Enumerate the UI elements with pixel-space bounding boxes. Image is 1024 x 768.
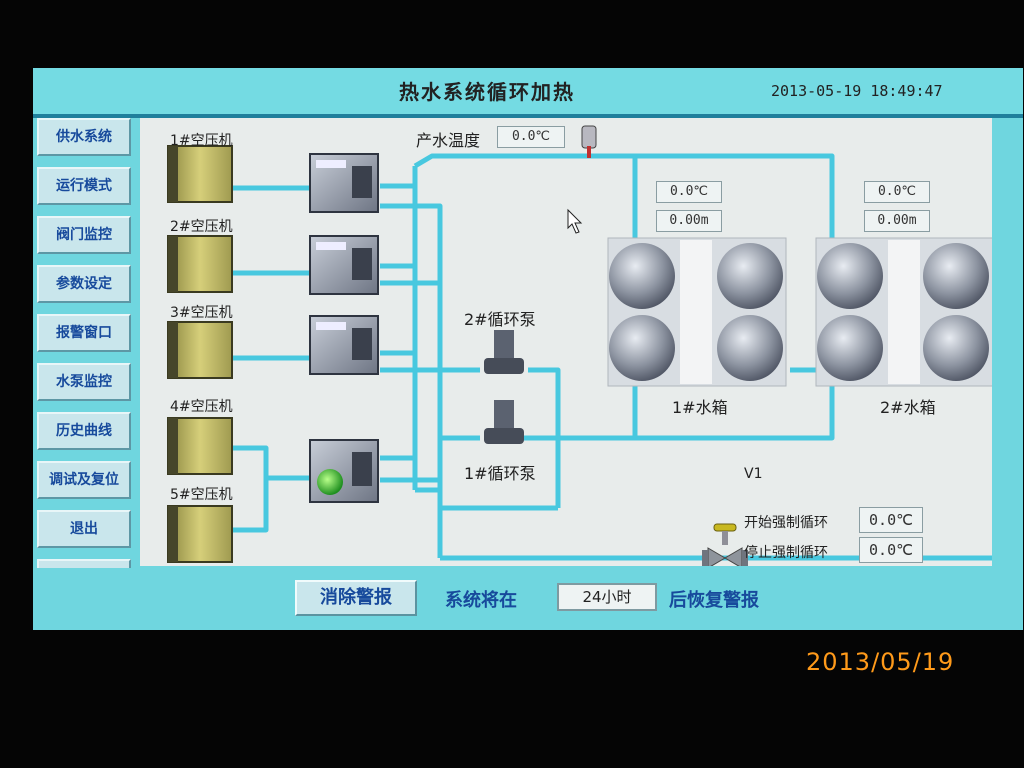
- water-tank-icon-1: [607, 237, 787, 387]
- alarm-resume-prefix: 系统将在: [445, 590, 517, 611]
- circulation-pump-icon-1: [484, 400, 524, 444]
- compressor-icon-5: [167, 505, 233, 563]
- heat-pump-unit-icon-1: [309, 153, 379, 213]
- tank1-level-value: 0.00m: [656, 210, 722, 232]
- compressor-icon-2: [167, 235, 233, 293]
- compressor-label-5: 5#空压机: [170, 487, 233, 503]
- running-indicator-icon: [317, 469, 343, 495]
- forced-circulation-stop-label: 停止强制循环: [744, 545, 828, 561]
- page-title: 热水系统循环加热: [399, 80, 575, 104]
- nav-button-parameter-settings[interactable]: 参数设定: [37, 265, 131, 303]
- compressor-icon-3: [167, 321, 233, 379]
- nav-button-water-supply[interactable]: 供水系统: [37, 118, 131, 156]
- datetime-display: 2013-05-19 18:49:47: [771, 82, 943, 100]
- circulation-pump-icon-2: [484, 330, 524, 374]
- pump-label-1: 1#循环泵: [464, 464, 536, 483]
- nav-button-history-curve[interactable]: 历史曲线: [37, 412, 131, 450]
- heat-pump-unit-icon-4: [309, 439, 379, 503]
- compressor-label-4: 4#空压机: [170, 399, 233, 415]
- tank-label-1: 1#水箱: [672, 398, 728, 417]
- forced-circulation-start-value[interactable]: 0.0℃: [859, 507, 923, 533]
- outlet-temperature-label: 产水温度: [416, 131, 481, 150]
- mouse-cursor-icon: [567, 208, 583, 234]
- valve-icon[interactable]: [702, 523, 748, 566]
- alarm-resume-hours-field[interactable]: 24小时: [557, 583, 657, 611]
- forced-circulation-start-label: 开始强制循环: [744, 515, 828, 531]
- tank-label-2: 2#水箱: [880, 398, 936, 417]
- water-tank-icon-2: [815, 237, 992, 387]
- sidebar-nav: 供水系统 运行模式 阀门监控 参数设定 报警窗口 水泵监控 历史曲线 调试及复位…: [33, 118, 137, 618]
- process-diagram-panel: 1#空压机 2#空压机 3#空压机 4#空压机 5#空压机 产水温度 0.0℃ …: [140, 118, 992, 566]
- outlet-temperature-value: 0.0℃: [497, 126, 565, 148]
- tank1-temperature-value: 0.0℃: [656, 181, 722, 203]
- heat-pump-unit-icon-3: [309, 315, 379, 375]
- nav-button-run-mode[interactable]: 运行模式: [37, 167, 131, 205]
- compressor-icon-1: [167, 145, 233, 203]
- hmi-screen: 热水系统循环加热 2013-05-19 18:49:47 供水系统 运行模式 阀…: [33, 68, 1023, 630]
- compressor-label-1: 1#空压机: [170, 133, 233, 149]
- nav-button-debug-reset[interactable]: 调试及复位: [37, 461, 131, 499]
- bottom-bar: 消除警报 系统将在 24小时 后恢复警报: [33, 568, 1023, 630]
- compressor-icon-4: [167, 417, 233, 475]
- nav-button-alarm-window[interactable]: 报警窗口: [37, 314, 131, 352]
- compressor-label-3: 3#空压机: [170, 305, 233, 321]
- compressor-label-2: 2#空压机: [170, 219, 233, 235]
- heat-pump-unit-icon-2: [309, 235, 379, 295]
- nav-button-valve-monitor[interactable]: 阀门监控: [37, 216, 131, 254]
- pipe-network: [167, 125, 992, 566]
- clear-alarm-button[interactable]: 消除警报: [295, 580, 417, 616]
- title-bar: 热水系统循环加热 2013-05-19 18:49:47: [33, 68, 1023, 118]
- nav-button-exit[interactable]: 退出: [37, 510, 131, 548]
- tank2-level-value: 0.00m: [864, 210, 930, 232]
- forced-circulation-stop-value[interactable]: 0.0℃: [859, 537, 923, 563]
- pump-label-2: 2#循环泵: [464, 310, 536, 329]
- tank2-temperature-value: 0.0℃: [864, 181, 930, 203]
- alarm-resume-suffix: 后恢复警报: [669, 590, 759, 611]
- camera-date-stamp: 2013/05/19: [806, 648, 955, 676]
- temperature-sensor-icon: [581, 125, 597, 158]
- nav-button-pump-monitor[interactable]: 水泵监控: [37, 363, 131, 401]
- valve-label: V1: [744, 466, 763, 482]
